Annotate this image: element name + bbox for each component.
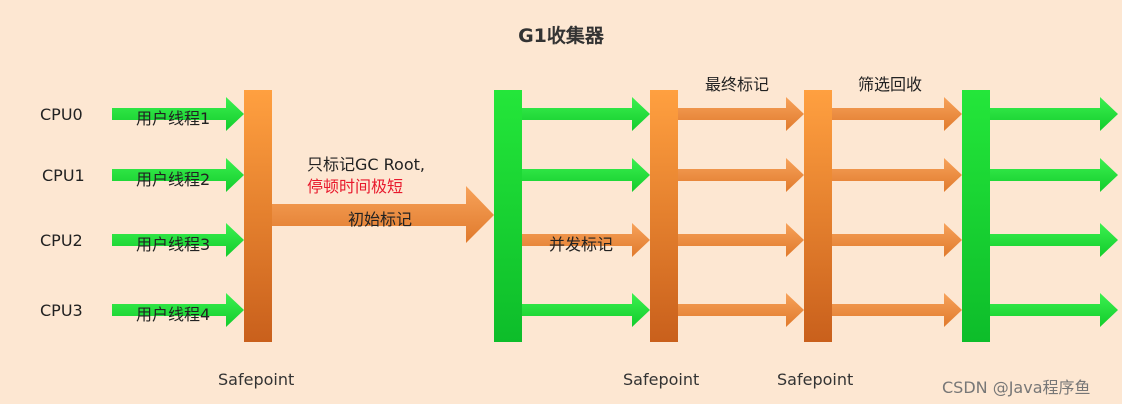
safepoint-label-1: Safepoint [218, 370, 295, 389]
initial-mark-note: 只标记GC Root, [307, 155, 425, 174]
concurrent-arrow-2 [522, 158, 650, 192]
cleanup-label: 筛选回收 [858, 75, 923, 94]
user-thread-label-3: 用户线程3 [136, 235, 211, 254]
initial-mark-label: 初始标记 [348, 210, 413, 229]
final-mark-arrow-4 [678, 293, 804, 327]
cpu-label-1: CPU1 [42, 166, 85, 185]
cleanup-arrow-4 [832, 293, 962, 327]
user-thread-arrow-3 [112, 223, 244, 257]
final-mark-arrow-3 [678, 223, 804, 257]
concurrent-arrow-3 [522, 223, 650, 257]
initial-mark-arrow [272, 186, 494, 243]
user-thread-arrow-2 [112, 158, 244, 192]
safepoint-bar-2 [650, 90, 678, 342]
final-mark-label: 最终标记 [705, 75, 770, 94]
safepoint-bar-3 [804, 90, 832, 342]
user-thread-label-1: 用户线程1 [136, 109, 211, 128]
resume-arrow-1 [990, 97, 1118, 131]
diagram-title: G1收集器 [518, 25, 604, 47]
final-mark-arrow-2 [678, 158, 804, 192]
safepoint-label-3: Safepoint [777, 370, 854, 389]
cpu-label-3: CPU3 [40, 301, 83, 320]
initial-mark-note-pause: 停顿时间极短 [307, 177, 404, 196]
concurrent-arrow-1 [522, 97, 650, 131]
resume-arrow-4 [990, 293, 1118, 327]
cleanup-arrow-2 [832, 158, 962, 192]
resume-arrow-3 [990, 223, 1118, 257]
user-thread-arrow-1 [112, 97, 244, 131]
user-thread-label-4: 用户线程4 [136, 305, 211, 324]
cpu-label-2: CPU2 [40, 231, 83, 250]
sync-bar-2 [494, 90, 522, 342]
sync-bar-4 [962, 90, 990, 342]
user-thread-arrow-4 [112, 293, 244, 327]
cleanup-arrow-1 [832, 97, 962, 131]
final-mark-arrow-1 [678, 97, 804, 131]
cpu-label-0: CPU0 [40, 105, 83, 124]
user-thread-label-2: 用户线程2 [136, 170, 211, 189]
safepoint-label-2: Safepoint [623, 370, 700, 389]
concurrent-mark-label: 并发标记 [549, 235, 614, 254]
resume-arrow-2 [990, 158, 1118, 192]
safepoint-bar-1 [244, 90, 272, 342]
cleanup-arrow-3 [832, 223, 962, 257]
concurrent-arrow-4 [522, 293, 650, 327]
watermark: CSDN @Java程序鱼 [942, 378, 1091, 397]
